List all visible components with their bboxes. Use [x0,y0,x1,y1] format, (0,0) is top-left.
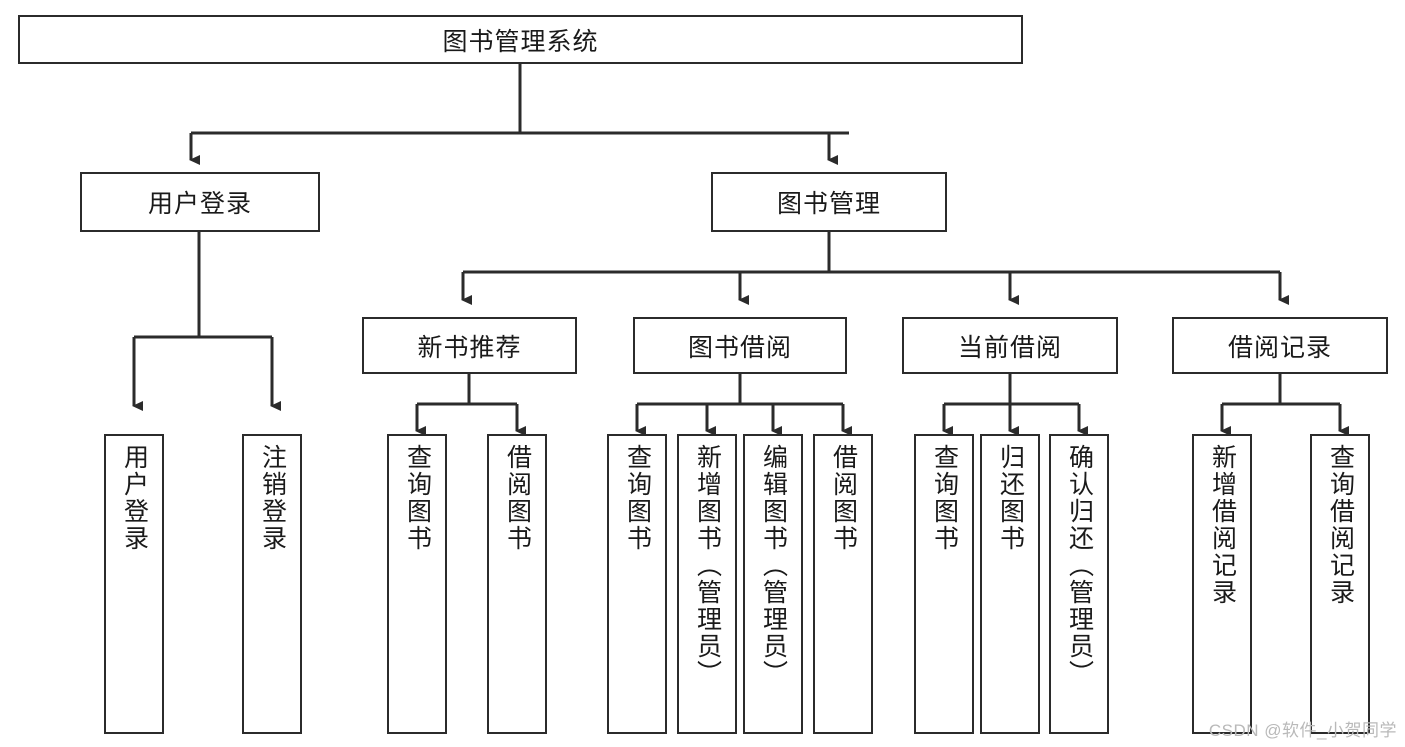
node-book-management[interactable]: 图书管理 [711,172,947,232]
leaf-label: 编辑图书（管理员） [759,444,788,687]
node-new-book-recommend-label: 新书推荐 [417,333,522,362]
node-borrow-record[interactable]: 借阅记录 [1172,317,1388,374]
node-root[interactable]: 图书管理系统 [18,15,1023,64]
leaf-borrow-borrow-book[interactable]: 借阅图书 [813,434,873,734]
leaf-label: 借阅图书 [503,444,532,552]
leaf-user-login-logout[interactable]: 注销登录 [242,434,302,734]
leaf-borrow-add-book-admin[interactable]: 新增图书（管理员） [677,434,737,734]
leaf-current-query-book[interactable]: 查询图书 [914,434,974,734]
leaf-label: 查询借阅记录 [1326,444,1355,606]
node-current-borrow-label: 当前借阅 [957,333,1062,362]
node-book-management-label: 图书管理 [776,190,881,218]
leaf-label: 新增借阅记录 [1208,444,1237,606]
leaf-user-login-login[interactable]: 用户登录 [104,434,164,734]
leaf-borrow-query-book[interactable]: 查询图书 [607,434,667,734]
node-borrow-record-label: 借阅记录 [1227,333,1332,362]
leaf-label: 用户登录 [120,444,149,552]
leaf-label: 确认归还（管理员） [1065,444,1094,687]
leaf-label: 注销登录 [258,444,287,552]
node-new-book-recommend[interactable]: 新书推荐 [362,317,577,374]
node-user-login[interactable]: 用户登录 [80,172,320,232]
node-current-borrow[interactable]: 当前借阅 [902,317,1118,374]
leaf-label: 查询图书 [623,444,652,552]
node-user-login-label: 用户登录 [147,190,252,218]
node-book-borrow[interactable]: 图书借阅 [633,317,847,374]
node-root-label: 图书管理系统 [442,27,599,56]
leaf-current-return-book[interactable]: 归还图书 [980,434,1040,734]
csdn-watermark: CSDN @软件_小贺同学 [1208,721,1397,740]
leaf-label: 查询图书 [930,444,959,552]
leaf-new-book-borrow[interactable]: 借阅图书 [487,434,547,734]
leaf-label: 归还图书 [996,444,1025,552]
leaf-label: 借阅图书 [829,444,858,552]
leaf-label: 查询图书 [403,444,432,552]
leaf-label: 新增图书（管理员） [693,444,722,687]
node-book-borrow-label: 图书借阅 [687,333,792,362]
leaf-current-confirm-return-admin[interactable]: 确认归还（管理员） [1049,434,1109,734]
leaf-record-query[interactable]: 查询借阅记录 [1310,434,1370,734]
leaf-borrow-edit-book-admin[interactable]: 编辑图书（管理员） [743,434,803,734]
leaf-new-book-query[interactable]: 查询图书 [387,434,447,734]
leaf-record-add[interactable]: 新增借阅记录 [1192,434,1252,734]
